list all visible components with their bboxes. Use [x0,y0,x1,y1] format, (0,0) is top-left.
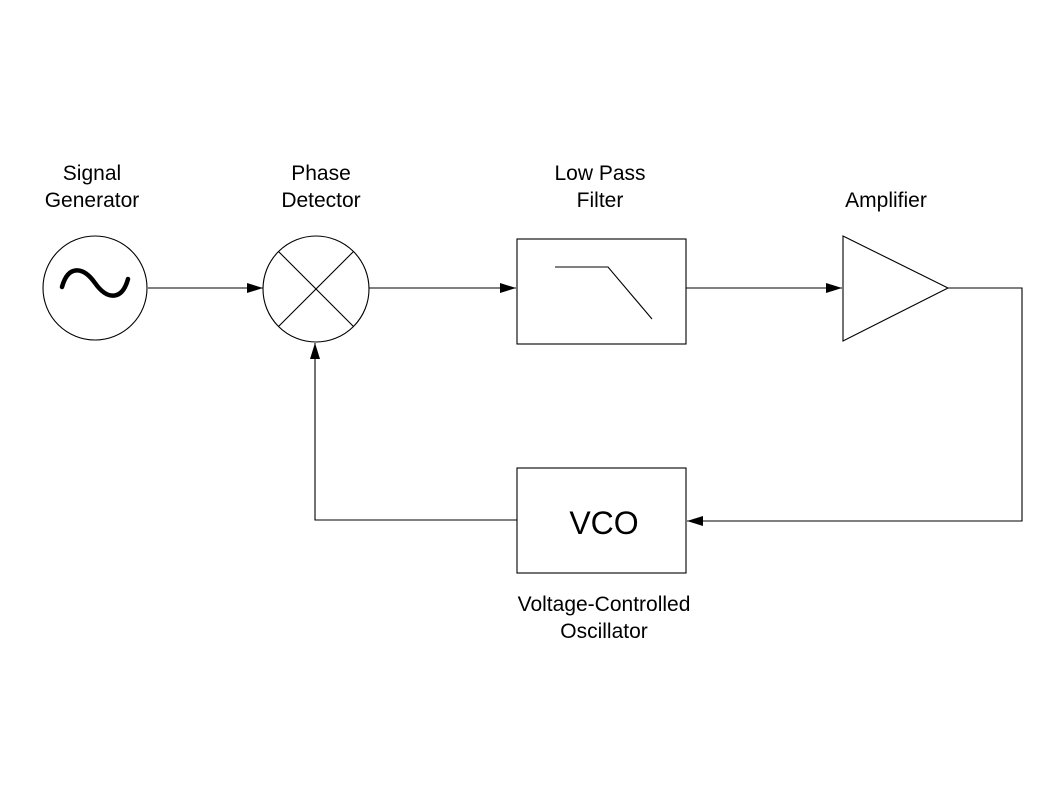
low-pass-filter-label-line2: Filter [577,189,624,212]
low-pass-filter [516,238,687,345]
mixer-cross-icon [278,251,354,327]
signal-generator [42,235,148,341]
vco-label-line1: Voltage-Controlled [518,593,691,616]
arrow-amplifier-to-vco [687,287,1023,526]
vco-label-line2: Oscillator [560,620,648,643]
signal-generator-circle [42,235,148,341]
phase-detector-label-line2: Detector [281,189,360,212]
phase-detector-label-line1: Phase [291,162,351,185]
signal-generator-label-line2: Generator [45,189,140,212]
low-pass-response-icon [555,266,653,320]
amplifier-label: Amplifier [845,189,927,212]
vco-symbol-text: VCO [569,505,638,541]
phase-detector [262,235,370,343]
signal-generator-label-line1: Signal [63,162,121,185]
sine-wave-icon [59,268,131,298]
vco: VCO [516,467,687,574]
amplifier-triangle-icon [842,235,950,342]
arrow-vco-to-phase-detector [310,343,517,521]
low-pass-filter-box [516,238,687,345]
low-pass-filter-label-line1: Low Pass [554,162,645,185]
